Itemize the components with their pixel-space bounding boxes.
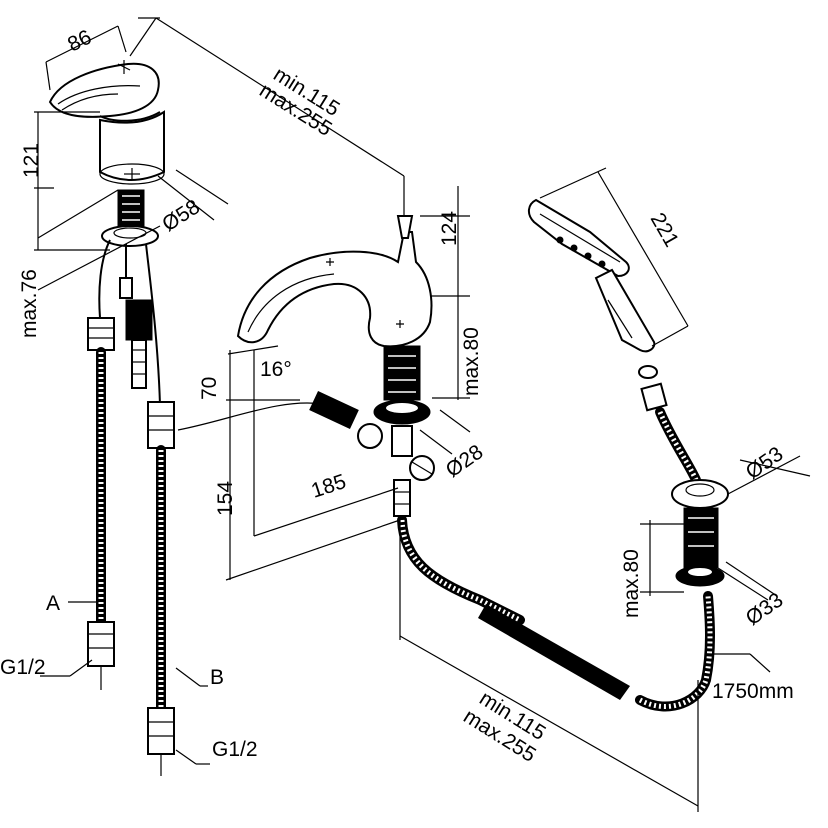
shank-length-dim: max.76: [18, 269, 41, 338]
lever-width-dim: 86: [64, 26, 95, 57]
body-diameter-dim: Ø58: [158, 195, 204, 236]
hose-length-dim: 1750mm: [712, 680, 794, 703]
mixer-body: [48, 60, 165, 406]
hose-a-label: A: [46, 592, 60, 615]
mixer-dimension-lines: [34, 17, 405, 291]
shower-hose: [397, 515, 715, 712]
connection-labels: A G1/2 B G1/2: [0, 592, 258, 761]
hand-shower: [528, 198, 729, 587]
spout-hole-dim: Ø28: [442, 440, 488, 482]
spout-offset-dim: 70: [198, 377, 221, 400]
hose-b: [147, 401, 175, 776]
spout-shank-dim: max.80: [460, 327, 483, 396]
holder-hole-dim: Ø33: [742, 588, 788, 630]
spout-depth-dim: 154: [214, 481, 237, 516]
spout-angle-dim: 16°: [260, 358, 292, 381]
thread-a-label: G1/2: [0, 656, 46, 679]
spout-height-dim: 124: [438, 211, 461, 246]
body-height-dim: 121: [20, 143, 43, 178]
handshower-length-dim: 221: [646, 209, 683, 251]
thread-b-label: G1/2: [212, 738, 258, 761]
handshower-dimension-lines: [539, 167, 811, 673]
feed-line: [177, 402, 323, 431]
holder-shank-dim: max.80: [620, 549, 643, 618]
holder-diameter-dim: Ø53: [742, 442, 788, 484]
label-leaders: [40, 601, 210, 765]
hose-b-label: B: [210, 666, 224, 689]
spout-dimension-lines: [225, 186, 699, 812]
spout: [236, 215, 435, 517]
hose-a: [87, 317, 115, 690]
spout-reach-dim: 185: [308, 470, 348, 503]
